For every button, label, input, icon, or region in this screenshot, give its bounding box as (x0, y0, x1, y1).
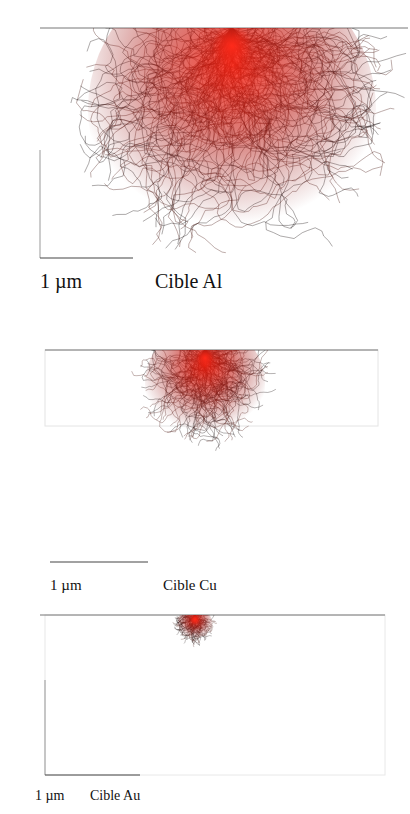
frame-line (45, 615, 385, 775)
frame-line (45, 680, 46, 775)
target-label: Cible Al (155, 270, 222, 292)
surface-line (40, 615, 385, 616)
beam-core (212, 28, 252, 68)
scale-bar (45, 774, 140, 775)
electron-trajectories (71, 0, 406, 647)
scale-bar (40, 257, 133, 258)
scale-label: 1 µm (40, 270, 82, 292)
target-label: Cible Cu (163, 577, 217, 594)
trajectory-group (132, 350, 276, 451)
beam-core (196, 350, 214, 368)
scale-bar (50, 561, 148, 562)
energy-glow (177, 615, 212, 643)
beam-core (190, 615, 200, 625)
scale-label: 1 µm (35, 788, 64, 803)
frame-line (40, 150, 41, 258)
energy-glow (145, 350, 265, 444)
target-label: Cible Au (90, 788, 140, 803)
scale-label: 1 µm (50, 577, 82, 594)
energy-glow (88, 28, 376, 253)
trajectory-group (71, 28, 406, 253)
trajectory-group (173, 615, 217, 647)
